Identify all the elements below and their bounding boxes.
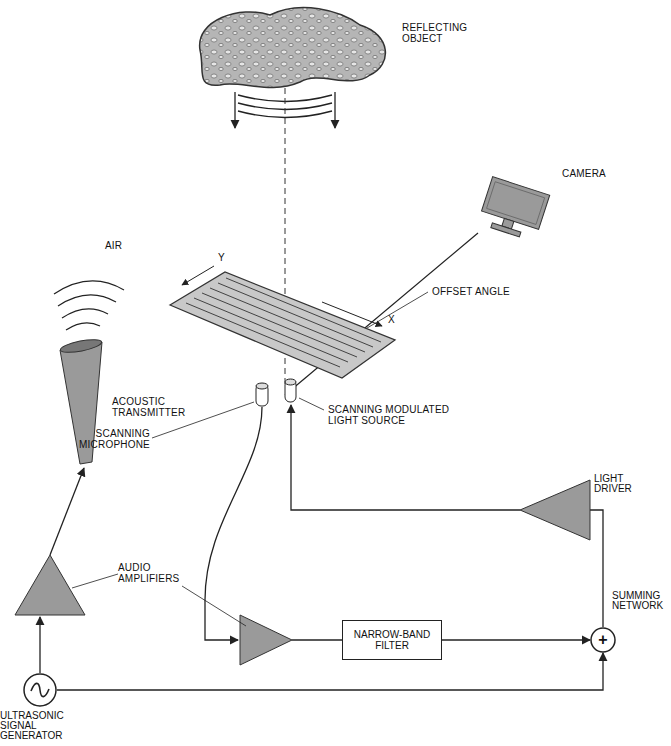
part-label: CAMERA bbox=[562, 168, 632, 179]
scanning-light-source bbox=[285, 379, 296, 402]
part-label: SCANNING MICROPHONE bbox=[70, 428, 150, 450]
leader-line bbox=[182, 586, 246, 626]
node-heading: LIGHT DRIVER bbox=[594, 474, 654, 494]
signal-generator: ULTRASONIC SIGNAL GENERATOR bbox=[23, 673, 57, 707]
node-symbol: + bbox=[590, 627, 616, 653]
node-heading: SUMMING NETWORK bbox=[612, 591, 670, 611]
light-driver: LIGHT DRIVER bbox=[520, 480, 590, 540]
filter-box: NARROW-BAND FILTER bbox=[342, 620, 442, 660]
signal-wire bbox=[590, 510, 603, 627]
part-label: AUDIO AMPLIFIERS bbox=[118, 562, 188, 584]
part-label: X bbox=[388, 314, 408, 325]
reflecting-object bbox=[200, 8, 386, 88]
leader-line bbox=[72, 574, 118, 588]
x-arrow bbox=[322, 302, 382, 326]
scanning-microphone bbox=[256, 383, 268, 406]
leader-line bbox=[299, 398, 324, 410]
node-shape bbox=[23, 673, 57, 707]
signal-wire bbox=[57, 653, 603, 690]
audio-amplifier bbox=[15, 555, 85, 615]
wires bbox=[40, 405, 520, 673]
transmitted-waves bbox=[54, 281, 124, 330]
scanning-plane bbox=[170, 272, 395, 378]
part-label: REFLECTING OBJECT bbox=[402, 22, 482, 44]
scan-lines bbox=[186, 278, 381, 367]
part-label: Y bbox=[218, 252, 238, 263]
node-heading: ULTRASONIC SIGNAL GENERATOR bbox=[0, 711, 68, 741]
part-label: OFFSET ANGLE bbox=[432, 286, 532, 297]
node-shape bbox=[520, 480, 590, 540]
audio-amplifier bbox=[240, 615, 292, 665]
part-label: SCANNING MODULATED LIGHT SOURCE bbox=[328, 404, 468, 426]
signal-wire bbox=[442, 639, 590, 640]
box-label: NARROW-BAND FILTER bbox=[353, 629, 431, 651]
part-label: ACOUSTIC TRANSMITTER bbox=[112, 396, 202, 418]
summing-node: +SUMMING NETWORK bbox=[590, 627, 616, 653]
y-arrow bbox=[182, 266, 214, 285]
part-label: AIR bbox=[105, 240, 145, 251]
camera bbox=[478, 177, 550, 242]
